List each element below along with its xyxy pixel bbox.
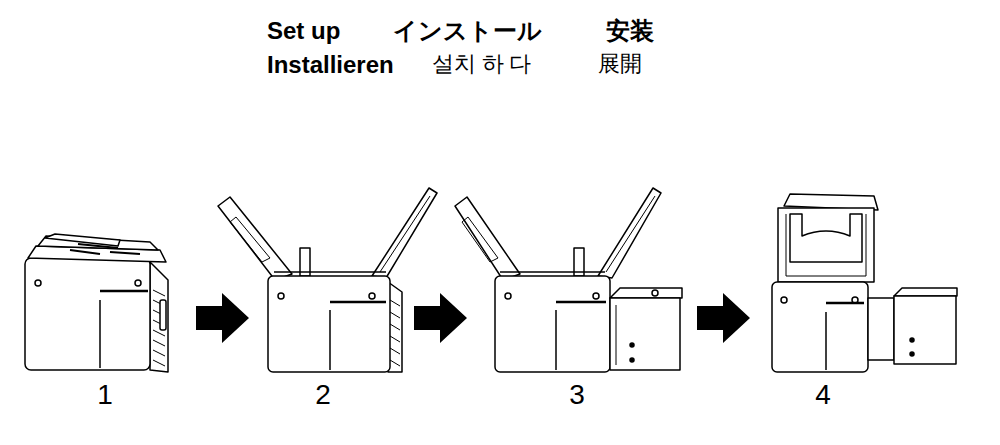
assembled-unit xyxy=(772,194,957,372)
title-text: Installieren xyxy=(267,52,394,78)
title-text: 展開 xyxy=(598,52,642,76)
step-number: 4 xyxy=(815,380,831,411)
step-number: 2 xyxy=(315,380,331,411)
title-text: インストール xyxy=(393,18,542,44)
flaps-open-unit xyxy=(218,188,437,372)
folded-unit xyxy=(25,234,168,372)
title-text: Set up xyxy=(267,18,340,44)
step-number: 3 xyxy=(569,380,585,411)
step-arrow xyxy=(697,293,750,343)
step-number: 1 xyxy=(97,380,113,411)
title-text: 설치 하 다 xyxy=(432,52,531,76)
step-arrow xyxy=(414,293,467,343)
title-text: 安装 xyxy=(606,18,654,44)
step-arrow xyxy=(196,293,249,343)
side-box-attached-unit xyxy=(455,188,682,372)
